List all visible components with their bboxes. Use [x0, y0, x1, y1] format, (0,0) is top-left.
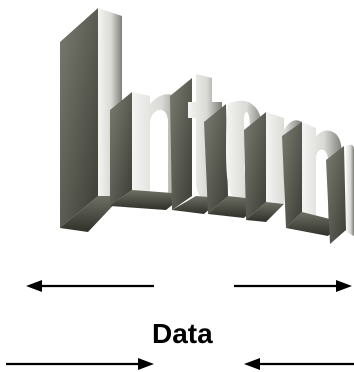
internet-wordart: [60, 8, 354, 244]
data-label: Data: [152, 318, 213, 349]
outgoing-right-arrow: [234, 280, 352, 292]
incoming-right-arrow: [6, 358, 154, 370]
outgoing-left-arrow: [26, 280, 154, 292]
incoming-left-arrow: [244, 358, 354, 370]
wordart-letter-e2: [326, 144, 354, 244]
